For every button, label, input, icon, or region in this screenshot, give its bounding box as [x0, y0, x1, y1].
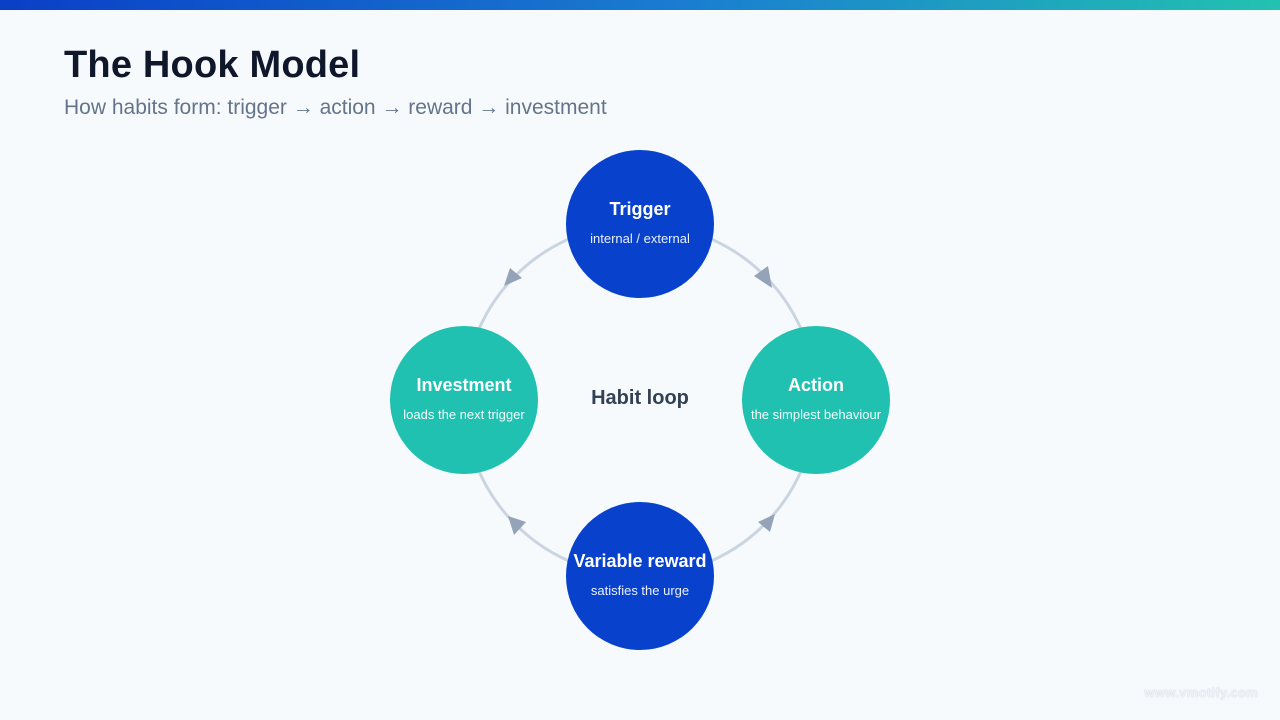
slide-title: The Hook Model — [64, 44, 361, 86]
node-action-name: Action — [788, 374, 844, 395]
arrow-trigger-to-action — [754, 266, 772, 288]
node-investment-description: loads the next trigger — [403, 406, 525, 422]
node-investment: Investment loads the next trigger — [390, 326, 538, 474]
center-label: Habit loop — [591, 387, 689, 409]
node-action-description: the simplest behaviour — [750, 406, 882, 422]
arrow-investment-to-trigger — [504, 268, 522, 286]
arrow-reward-to-investment — [508, 516, 526, 535]
node-reward-name: Variable reward — [573, 550, 707, 571]
watermark: www.vmotify.com — [1144, 685, 1258, 700]
arrow-action-to-reward — [758, 514, 775, 532]
node-variable-reward: Variable reward satisfies the urge — [566, 502, 714, 650]
node-reward-description: satisfies the urge — [590, 582, 690, 598]
node-investment-name: Investment — [416, 374, 512, 395]
top-accent-bar — [0, 0, 1280, 10]
node-trigger-name: Trigger — [609, 198, 671, 219]
slide-subtitle: How habits form: trigger → action → rewa… — [64, 96, 607, 119]
node-action: Action the simplest behaviour — [742, 326, 890, 474]
node-trigger-description: internal / external — [590, 230, 690, 246]
node-trigger: Trigger internal / external — [566, 150, 714, 298]
